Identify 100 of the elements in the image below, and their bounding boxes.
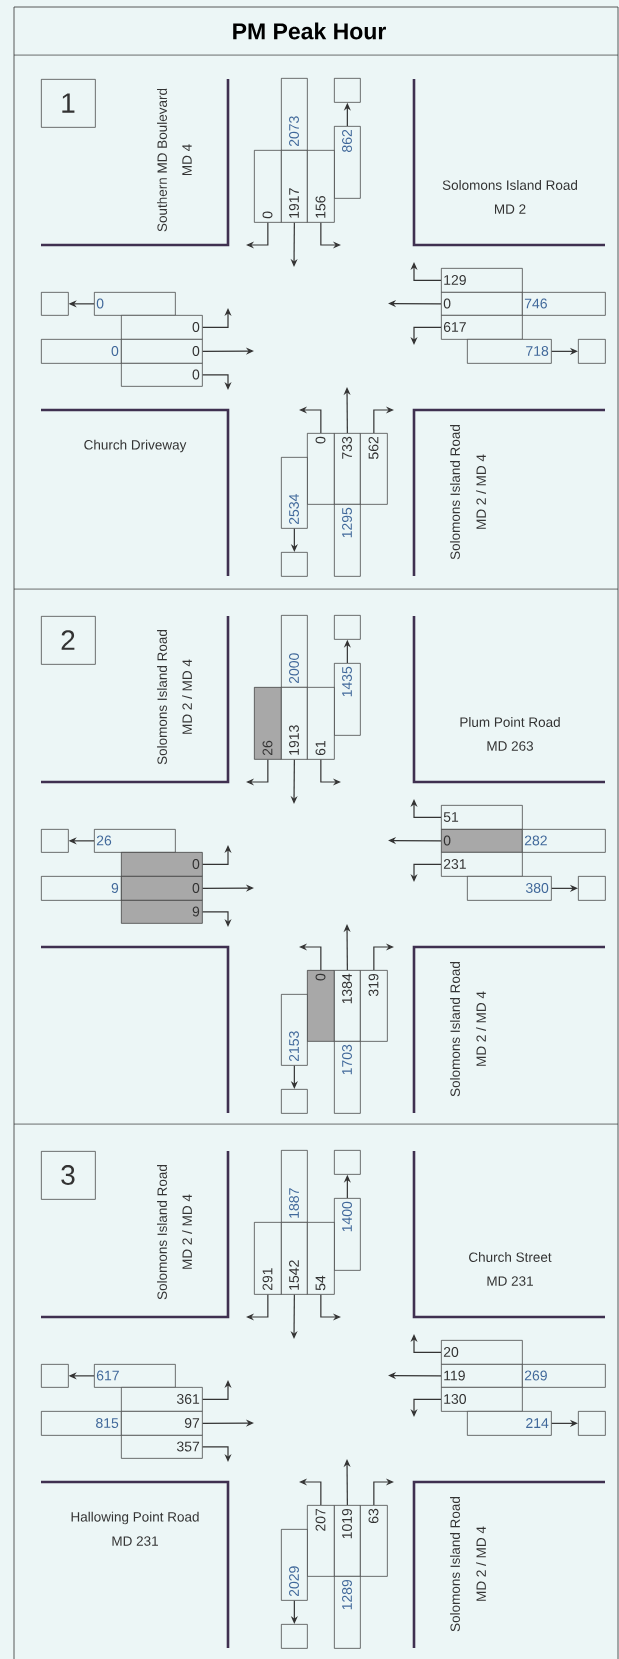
- empty-box: [578, 339, 606, 364]
- title: PM Peak Hour: [233, 22, 386, 40]
- count-cell: 1384: [334, 970, 361, 1042]
- road-name: MD 2 / MD 4: [476, 1526, 486, 1601]
- empty-box: [334, 1150, 361, 1175]
- count-cell: 26: [94, 829, 176, 853]
- road-name: Solomons Island Road: [157, 630, 167, 765]
- road-name: Solomons Island Road: [450, 1497, 460, 1632]
- road-name: MD 231: [112, 1536, 158, 1546]
- empty-box: [41, 292, 69, 316]
- count-cell: 815: [41, 1411, 122, 1436]
- arrow: [246, 222, 269, 249]
- count-cell: 1887: [281, 1150, 308, 1223]
- road-name: MD 2 / MD 4: [476, 991, 486, 1066]
- count-cell: 1295: [334, 504, 361, 577]
- road-name: MD 231: [487, 1276, 533, 1286]
- count-cell: 361: [121, 1387, 203, 1412]
- count-cell: 617: [441, 315, 523, 340]
- count-cell: 0: [441, 292, 523, 316]
- count-cell: 26: [254, 687, 282, 760]
- count-cell: 51: [441, 805, 523, 830]
- empty-box: [281, 552, 308, 577]
- count-cell: 129: [441, 268, 523, 293]
- count-cell: 862: [334, 126, 361, 199]
- road-name: MD 263: [487, 741, 534, 751]
- count-cell: 63: [360, 1505, 388, 1577]
- empty-box: [41, 1364, 69, 1388]
- panel-number-box: 3: [41, 1151, 96, 1200]
- empty-box: [281, 1089, 308, 1114]
- road-name: Solomons Island Road: [157, 1165, 167, 1300]
- count-cell: 0: [94, 292, 176, 316]
- road-name: Solomons Island Road: [442, 180, 577, 190]
- count-cell: 357: [121, 1435, 203, 1459]
- arrow: [202, 1446, 232, 1462]
- count-cell: 9: [41, 876, 122, 901]
- arrow: [410, 799, 442, 818]
- count-cell: 282: [522, 829, 606, 853]
- arrow: [410, 262, 442, 281]
- count-cell: 0: [121, 852, 203, 877]
- count-cell: 1913: [281, 687, 308, 760]
- road-name: Solomons Island Road: [450, 425, 460, 560]
- arrow: [373, 943, 394, 971]
- count-cell: 718: [467, 339, 552, 364]
- count-cell: 291: [254, 1222, 282, 1295]
- arrow: [410, 1334, 442, 1353]
- arrow: [202, 911, 232, 927]
- count-cell: 1289: [334, 1576, 361, 1649]
- road-name: Church Street: [469, 1252, 552, 1262]
- road-name: MD 2: [495, 204, 526, 214]
- arrow: [202, 374, 232, 390]
- empty-box: [281, 1624, 308, 1649]
- arrow: [551, 884, 578, 892]
- count-cell: 156: [307, 150, 335, 223]
- count-cell: 0: [121, 315, 203, 340]
- count-cell: 733: [334, 433, 361, 505]
- arrow: [373, 406, 394, 434]
- count-cell: 269: [522, 1364, 606, 1388]
- empty-box: [334, 615, 361, 640]
- count-cell: 20: [441, 1340, 523, 1365]
- panel-number-box: 1: [41, 79, 96, 128]
- arrow: [388, 837, 442, 845]
- road-name: MD 2 / MD 4: [182, 1194, 192, 1269]
- road-name: Hallowing Point Road: [71, 1511, 199, 1525]
- road-name: Solomons Island Road: [450, 962, 460, 1097]
- count-cell: 1917: [281, 150, 308, 223]
- count-cell: 0: [254, 150, 282, 223]
- count-cell: 214: [467, 1411, 552, 1436]
- count-cell: 0: [307, 433, 335, 505]
- count-cell: 2000: [281, 615, 308, 688]
- count-cell: 0: [121, 363, 203, 387]
- empty-box: [578, 876, 606, 901]
- panel-number-box: 2: [41, 616, 96, 665]
- road-name: MD 4: [182, 144, 192, 175]
- count-cell: 0: [307, 970, 335, 1042]
- count-cell: 231: [441, 852, 523, 877]
- count-cell: 0: [41, 339, 122, 364]
- count-cell: 562: [360, 433, 388, 505]
- count-cell: 119: [441, 1364, 523, 1388]
- count-cell: 54: [307, 1222, 335, 1295]
- count-cell: 2534: [281, 457, 308, 529]
- count-cell: 130: [441, 1387, 523, 1412]
- count-cell: 1435: [334, 663, 361, 736]
- road-name: Plum Point Road: [460, 717, 560, 727]
- count-cell: 97: [121, 1411, 203, 1436]
- count-cell: 0: [441, 829, 523, 853]
- count-cell: 1542: [281, 1222, 308, 1295]
- count-cell: 1400: [334, 1198, 361, 1271]
- count-cell: 746: [522, 292, 606, 316]
- count-cell: 0: [121, 876, 203, 901]
- road-name: Church Driveway: [84, 439, 187, 453]
- count-cell: 1703: [334, 1041, 361, 1114]
- arrow: [246, 1294, 269, 1321]
- count-cell: 2073: [281, 78, 308, 151]
- arrow: [551, 1419, 578, 1427]
- count-cell: 9: [121, 900, 203, 924]
- count-cell: 207: [307, 1505, 335, 1577]
- empty-box: [41, 829, 69, 853]
- count-cell: 2029: [281, 1529, 308, 1601]
- count-cell: 319: [360, 970, 388, 1042]
- empty-box: [578, 1411, 606, 1436]
